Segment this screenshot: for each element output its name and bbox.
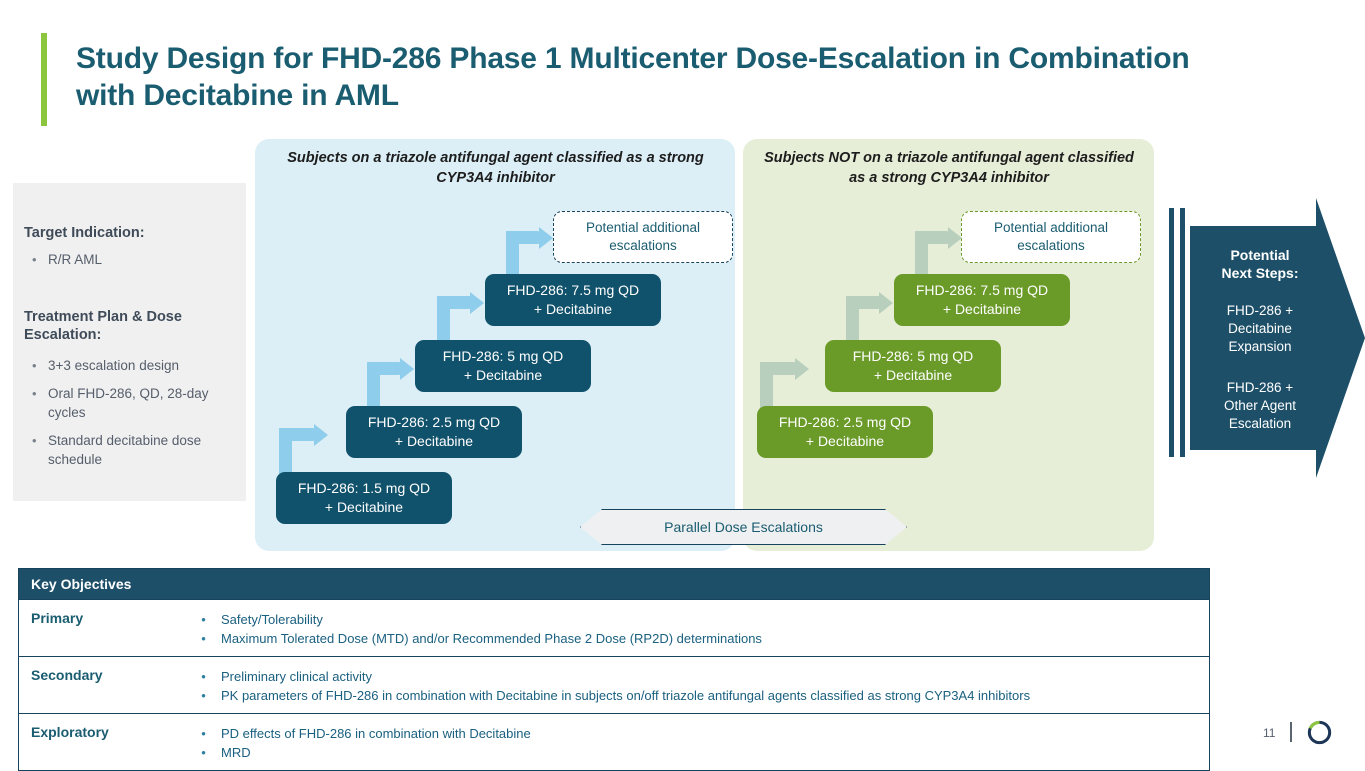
table-row: Exploratory • PD effects of FHD-286 in c… (19, 713, 1209, 770)
bullet-icon: • (201, 726, 206, 741)
panel-triazole-yes-heading: Subjects on a triazole antifungal agent … (287, 150, 704, 186)
list-item: R/R AML (24, 250, 224, 269)
potential-escalations-box-blue: Potential additional escalations (553, 211, 733, 263)
row-label-secondary: Secondary (31, 667, 103, 683)
row-bullets-exploratory: • PD effects of FHD-286 in combination w… (186, 714, 1209, 770)
table-row: Primary • Safety/Tolerability • Maximum … (19, 599, 1209, 656)
company-logo-icon (1307, 720, 1332, 745)
bullet-text: PK parameters of FHD-286 in combination … (221, 688, 1031, 703)
dose-box-blue-1: FHD-286: 1.5 mg QD+ Decitabine (276, 472, 452, 524)
bullet-icon: • (201, 745, 206, 760)
next-steps-divider-bar-1 (1169, 208, 1174, 457)
connector-arrow-blue-4 (506, 226, 554, 295)
list-item: Standard decitabine dose schedule (24, 431, 232, 469)
panel-triazole-no-heading: Subjects NOT on a triazole antifungal ag… (764, 150, 1134, 186)
dose-box-blue-4: FHD-286: 7.5 mg QD+ Decitabine (485, 274, 661, 326)
potential-escalations-box-green: Potential additional escalations (961, 211, 1141, 263)
row-bullets-secondary: • Preliminary clinical activity • PK par… (186, 657, 1209, 713)
title-accent-bar (41, 33, 47, 126)
bullet-icon: • (201, 631, 206, 646)
target-indication-heading: Target Indication: (24, 225, 145, 241)
parallel-dose-escalations-banner: Parallel Dose Escalations (580, 509, 907, 545)
table-row: Secondary • Preliminary clinical activit… (19, 656, 1209, 713)
next-steps-divider-bar-2 (1180, 208, 1185, 457)
page-number: 11 (1263, 726, 1276, 740)
footer-divider (1290, 722, 1292, 742)
dose-box-green-1: FHD-286: 2.5 mg QD+ Decitabine (757, 406, 933, 458)
bullet-text: PD effects of FHD-286 in combination wit… (221, 726, 531, 741)
row-bullets-primary: • Safety/Tolerability • Maximum Tolerate… (186, 600, 1209, 656)
bullet-icon: • (201, 612, 206, 627)
bullet-text: Safety/Tolerability (221, 612, 323, 627)
connector-arrow-blue-1 (279, 423, 329, 490)
target-indication-list: R/R AML (24, 250, 224, 278)
treatment-plan-list: 3+3 escalation design Oral FHD-286, QD, … (24, 356, 232, 478)
dose-box-green-2: FHD-286: 5 mg QD+ Decitabine (825, 340, 1001, 392)
bullet-text: Preliminary clinical activity (221, 669, 372, 684)
dose-box-blue-2: FHD-286: 2.5 mg QD+ Decitabine (346, 406, 522, 458)
table-header: Key Objectives (19, 569, 1209, 599)
list-item: 3+3 escalation design (24, 356, 232, 375)
row-label-primary: Primary (31, 610, 84, 626)
bullet-text: MRD (221, 745, 251, 760)
dose-box-green-3: FHD-286: 7.5 mg QD+ Decitabine (894, 274, 1070, 326)
dose-box-blue-3: FHD-286: 5 mg QD+ Decitabine (415, 340, 591, 392)
treatment-plan-heading: Treatment Plan & Dose Escalation: (24, 309, 182, 343)
bullet-text: Maximum Tolerated Dose (MTD) and/or Reco… (221, 631, 762, 646)
bullet-icon: • (201, 688, 206, 703)
list-item: Oral FHD-286, QD, 28-day cycles (24, 384, 232, 422)
bullet-icon: • (201, 669, 206, 684)
row-label-exploratory: Exploratory (31, 724, 109, 740)
key-objectives-table: Key Objectives Primary • Safety/Tolerabi… (18, 568, 1210, 771)
page-title: Study Design for FHD-286 Phase 1 Multice… (76, 42, 1190, 112)
